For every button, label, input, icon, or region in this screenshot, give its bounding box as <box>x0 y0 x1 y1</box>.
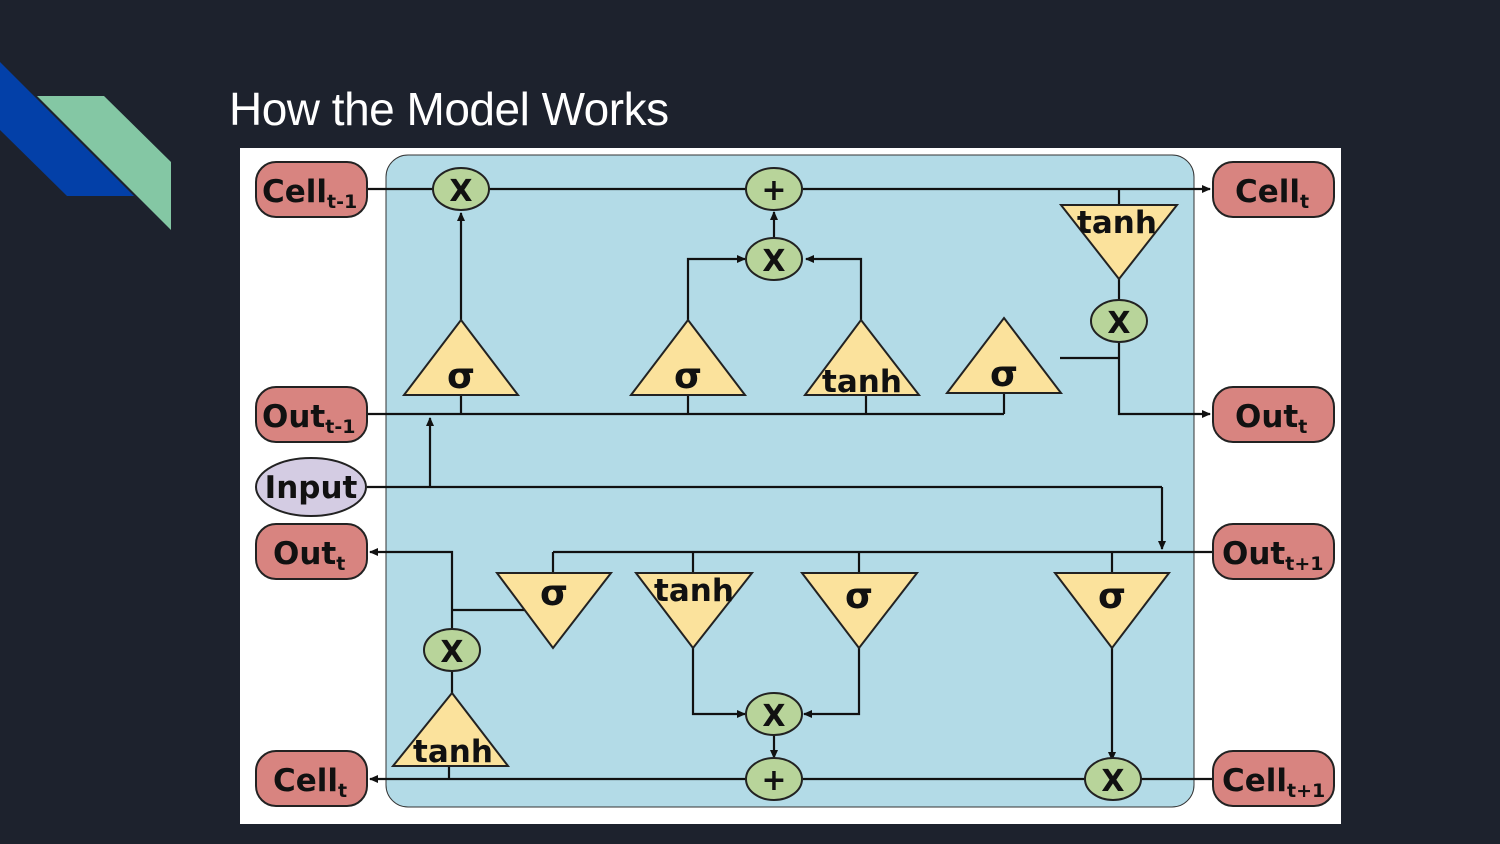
node-cell-t-left: Cellt <box>255 750 368 807</box>
multiply-input: X <box>745 237 803 281</box>
svg-text:Input: Input <box>265 470 358 506</box>
slide-decoration <box>0 62 171 230</box>
svg-text:tanh: tanh <box>1077 205 1157 241</box>
svg-text:σ: σ <box>674 356 702 397</box>
multiply-lower-output: X <box>423 628 481 672</box>
svg-text:σ: σ <box>540 573 568 614</box>
node-out-prev: Outt-1 <box>255 386 368 443</box>
lstm-diagram: Cellt-1 Outt-1 Input Outt Cellt Cellt Ou… <box>240 148 1341 824</box>
node-out-t-right: Outt <box>1212 386 1335 443</box>
multiply-lower-forget: X <box>1084 757 1142 801</box>
sigmoid-lower-forget-gate: σ <box>1052 572 1172 650</box>
sigmoid-forget-gate: σ <box>401 318 521 397</box>
svg-text:Cellt-1: Cellt-1 <box>262 174 357 213</box>
svg-text:Outt+1: Outt+1 <box>1222 536 1323 575</box>
svg-text:+: + <box>761 173 786 208</box>
sigmoid-output-gate: σ <box>944 316 1064 395</box>
svg-text:Outt: Outt <box>273 536 345 575</box>
node-out-t-left: Outt <box>255 523 368 580</box>
tanh-candidate: tanh <box>803 318 922 400</box>
sigmoid-lower-input-gate: σ <box>799 572 920 650</box>
svg-text:X: X <box>440 635 463 670</box>
tanh-cell-output: tanh <box>1058 204 1180 281</box>
svg-text:tanh: tanh <box>822 364 902 400</box>
svg-text:σ: σ <box>845 576 873 617</box>
multiply-forget: X <box>432 167 490 211</box>
decor-blue-stripe <box>0 62 134 196</box>
svg-text:X: X <box>762 244 785 279</box>
add-cell-update: + <box>745 167 803 211</box>
wires <box>367 185 1212 783</box>
node-cell-t-right: Cellt <box>1212 161 1335 218</box>
node-out-next: Outt+1 <box>1212 523 1335 580</box>
decor-green-stripe <box>37 96 171 230</box>
svg-text:X: X <box>1107 306 1130 341</box>
lstm-cell-box <box>385 154 1195 808</box>
svg-text:X: X <box>1101 764 1124 799</box>
node-cell-prev: Cellt-1 <box>255 161 368 218</box>
node-input: Input <box>255 457 367 517</box>
svg-text:Cellt: Cellt <box>1235 174 1309 213</box>
svg-text:Cellt+1: Cellt+1 <box>1222 763 1325 802</box>
multiply-output: X <box>1090 299 1148 343</box>
svg-text:σ: σ <box>990 354 1018 395</box>
add-lower-cell-update: + <box>745 757 803 801</box>
svg-text:X: X <box>762 699 785 734</box>
svg-text:Outt-1: Outt-1 <box>262 399 355 438</box>
sigmoid-lower-output-gate: σ <box>495 572 614 650</box>
svg-text:Cellt: Cellt <box>273 763 347 802</box>
tanh-lower-candidate: tanh <box>633 572 755 650</box>
svg-text:X: X <box>449 174 472 209</box>
svg-text:+: + <box>761 763 786 798</box>
svg-text:Outt: Outt <box>1235 399 1307 438</box>
svg-text:σ: σ <box>447 356 475 397</box>
sigmoid-input-gate: σ <box>628 318 748 397</box>
svg-text:tanh: tanh <box>413 734 493 770</box>
multiply-lower-input: X <box>745 692 803 736</box>
node-cell-next: Cellt+1 <box>1212 750 1335 807</box>
svg-text:tanh: tanh <box>654 573 734 609</box>
slide-title: How the Model Works <box>229 83 669 135</box>
svg-text:σ: σ <box>1098 576 1126 617</box>
tanh-lower-cell-output: tanh <box>390 691 511 770</box>
